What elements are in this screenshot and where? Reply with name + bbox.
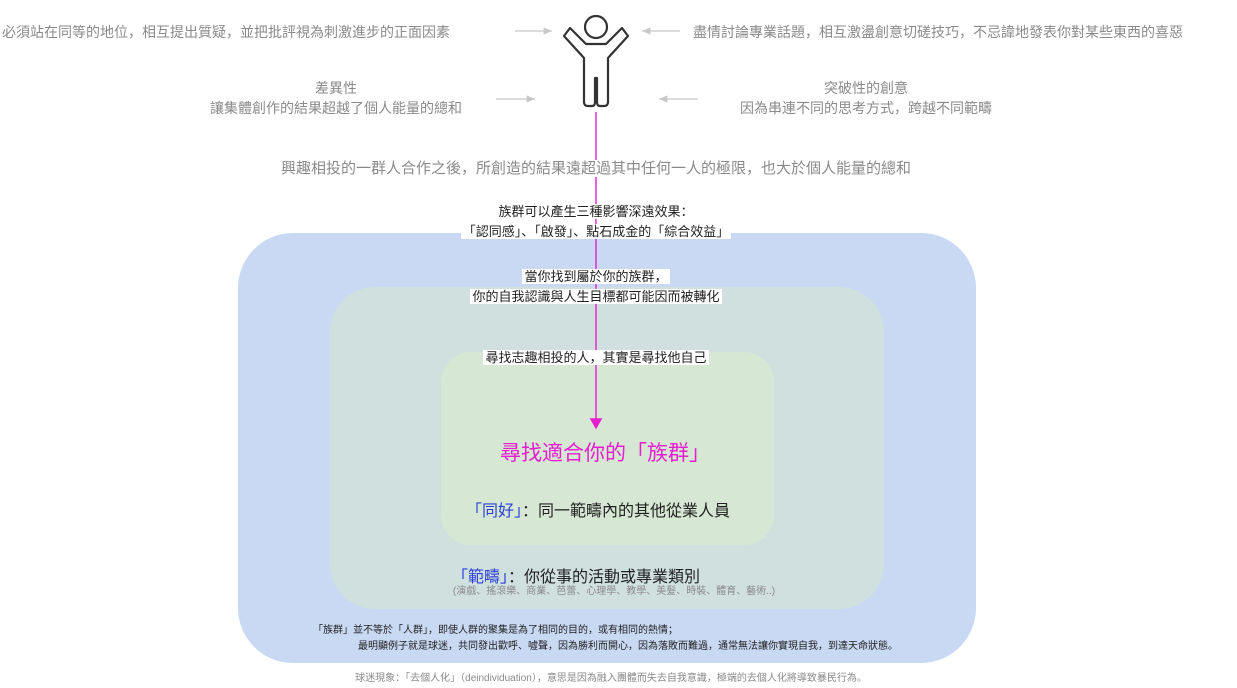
peers-desc: ：同一範疇內的其他從業人員 bbox=[522, 503, 731, 520]
find-tribe-block: 當你找到屬於你的族群， 你的自我認識與人生目標都可能因而被轉化 bbox=[396, 267, 796, 307]
peers-line: 「同好」：同一範疇內的其他從業人員 bbox=[398, 497, 798, 521]
tribe-effects-line2: 「認同感」、「啟發」、點石成金的「綜合效益」 bbox=[460, 224, 732, 239]
top-right-text: 盡情討論專業話題，相互激盪創意切磋技巧，不忌諱地發表你對某些東西的喜惡 bbox=[693, 24, 1183, 40]
breakthrough-block: 突破性的創意 因為串連不同的思考方式，跨越不同範疇 bbox=[716, 78, 1016, 118]
peers-term: 「同好」 bbox=[465, 503, 522, 520]
person-arms-raised-icon bbox=[562, 14, 630, 108]
find-tribe-line2: 你的自我認識與人生目標都可能因而被轉化 bbox=[470, 289, 722, 304]
inner-peers-region bbox=[441, 352, 774, 545]
summary-line: 興趣相投的一群人合作之後，所創造的結果遠超過其中任何一人的極限，也大於個人能量的… bbox=[278, 160, 913, 177]
tribe-note: 「族群」並不等於「人群」，即使人群的聚集是為了相同的目的，或有相同的熱情； 最明… bbox=[288, 623, 968, 655]
difference-block: 差異性 讓集體創作的結果超越了個人能量的總和 bbox=[186, 78, 486, 118]
tribe-effects-block: 族群可以產生三種影響深遠效果： 「認同感」、「啟發」、點石成金的「綜合效益」 bbox=[396, 202, 796, 242]
tribe-note-line2: 最明顯例子就是球迷，共同發出歡呼、噓聲，因為勝利而開心，因為落敗而難過，通常無法… bbox=[358, 641, 898, 652]
difference-body: 讓集體創作的結果超越了個人能量的總和 bbox=[210, 100, 462, 116]
breakthrough-title: 突破性的創意 bbox=[824, 80, 908, 96]
find-tribe-line1: 當你找到屬於你的族群， bbox=[522, 269, 670, 284]
domain-term: 「範疇」 bbox=[451, 569, 508, 586]
breakthrough-body: 因為串連不同的思考方式，跨越不同範疇 bbox=[740, 100, 992, 116]
tribe-note-line1: 「族群」並不等於「人群」，即使人群的聚集是為了相同的目的，或有相同的熱情； bbox=[313, 625, 678, 636]
difference-title: 差異性 bbox=[315, 80, 357, 96]
domain-line: 「範疇」：你從事的活動或專業類別 bbox=[366, 563, 786, 587]
top-left-text: 必須站在同等的地位，相互提出質疑，並把批評視為刺激進步的正面因素 bbox=[2, 24, 450, 40]
footnote: 球迷現象：「去個人化」（deindividuation），意思是因為融入團體而失… bbox=[355, 673, 867, 684]
tribe-effects-line1: 族群可以產生三種影響深遠效果： bbox=[496, 204, 696, 219]
domain-desc: ：你從事的活動或專業類別 bbox=[508, 569, 701, 586]
main-title: 尋找適合你的「族群」 bbox=[500, 442, 710, 465]
domain-examples: (演戲、搖滾樂、商業、芭蕾、心理學、教學、美髮、時裝、體育、藝術..) bbox=[452, 586, 776, 597]
seek-self-text: 尋找志趣相投的人，其實是尋找他自己 bbox=[483, 350, 709, 365]
